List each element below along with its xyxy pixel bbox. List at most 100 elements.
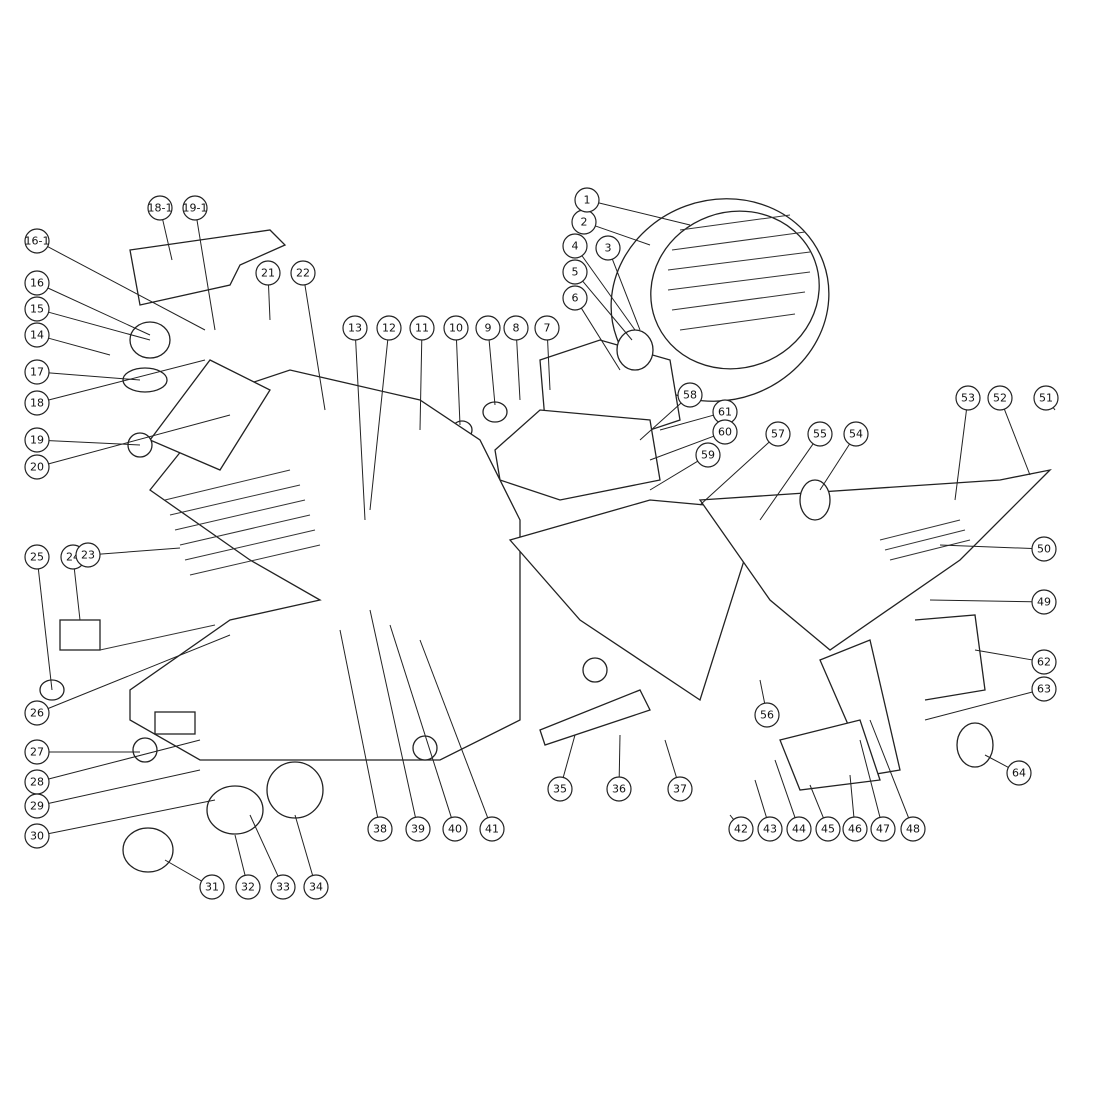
callout-41: 41 [419, 639, 505, 842]
callout-number: 21 [261, 267, 275, 280]
callout-number: 6 [572, 292, 579, 305]
callout-number: 63 [1037, 683, 1051, 696]
callout-59: 59 [649, 442, 721, 491]
callout-18-1: 18-1 [147, 195, 173, 261]
leader-line [774, 759, 796, 818]
callout-number: 32 [241, 881, 255, 894]
leader-line [369, 339, 389, 511]
callout-number: 31 [205, 881, 219, 894]
callout-7: 7 [534, 315, 560, 391]
callout-32: 32 [234, 834, 261, 900]
callout-number: 60 [718, 426, 732, 439]
callout-number: 3 [605, 242, 612, 255]
callout-number: 46 [848, 823, 862, 836]
callout-34: 34 [294, 814, 329, 900]
leader-line [369, 609, 416, 818]
callout-number: 59 [701, 449, 715, 462]
callout-54: 54 [819, 421, 869, 491]
leader-line [649, 460, 698, 491]
callout-number: 34 [309, 881, 323, 894]
callout-circle [24, 793, 50, 819]
callout-44: 44 [774, 759, 812, 842]
leader-line [924, 691, 1033, 721]
power-cord [99, 624, 216, 651]
foot-rear [412, 735, 438, 761]
machine-parts [39, 198, 1052, 873]
sharpener-housing [148, 359, 271, 471]
callout-14: 14 [24, 322, 111, 356]
callout-3: 3 [595, 235, 641, 331]
callout-number: 57 [771, 428, 785, 441]
table-ribs [879, 519, 971, 561]
callout-4: 4 [562, 233, 636, 331]
leader-line [729, 814, 734, 820]
callout-58: 58 [639, 382, 703, 441]
callout-number: 18-1 [148, 202, 173, 215]
gear-33 [206, 785, 264, 835]
foot-mid [582, 657, 608, 683]
callout-28: 28 [24, 739, 201, 795]
callout-circle [547, 776, 573, 802]
callout-55: 55 [759, 421, 833, 521]
knob-31 [122, 827, 174, 873]
callout-number: 4 [572, 240, 579, 253]
callout-number: 27 [30, 746, 44, 759]
callout-number: 16-1 [25, 235, 50, 248]
callout-46: 46 [842, 774, 868, 842]
leader-line [249, 814, 279, 877]
callout-number: 18 [30, 397, 44, 410]
callout-number: 11 [415, 322, 429, 335]
callout-circle [255, 260, 281, 286]
callout-number: 36 [612, 783, 626, 796]
callout-circle [405, 816, 431, 842]
carriage-handle-35 [539, 689, 651, 746]
callout-circle [807, 421, 833, 447]
callout-circle [1031, 589, 1057, 615]
callout-number: 48 [906, 823, 920, 836]
leader-line [294, 814, 314, 876]
callout-19: 19 [24, 427, 141, 453]
callout-circle [24, 427, 50, 453]
callout-number: 19-1 [183, 202, 208, 215]
callout-number: 10 [449, 322, 463, 335]
callout-number: 17 [30, 366, 44, 379]
callout-number: 15 [30, 303, 44, 316]
callout-circle [235, 874, 261, 900]
callout-5: 5 [562, 259, 633, 341]
callout-number: 45 [821, 823, 835, 836]
callout-number: 58 [683, 389, 697, 402]
knob-34 [266, 761, 324, 819]
leader-line [859, 739, 881, 818]
callout-circle [409, 315, 435, 341]
callout-circle [815, 816, 841, 842]
callout-circle [677, 382, 703, 408]
callout-number: 53 [961, 392, 975, 405]
callout-circle [503, 315, 529, 341]
leader-line [809, 784, 824, 819]
callout-number: 22 [296, 267, 310, 280]
body-ribs [164, 469, 321, 576]
leader-line [598, 202, 691, 226]
callout-circle [955, 385, 981, 411]
callout-64: 64 [984, 754, 1032, 786]
leader-line [47, 634, 231, 709]
callout-circle [786, 816, 812, 842]
leader-line [984, 754, 1009, 768]
leader-line [48, 739, 201, 780]
leader-line [869, 719, 910, 819]
callout-10: 10 [443, 315, 469, 426]
callout-42: 42 [728, 814, 754, 842]
callout-26: 26 [24, 634, 231, 726]
callout-number: 49 [1037, 596, 1051, 609]
washer-17 [122, 367, 168, 393]
callout-8: 8 [503, 315, 529, 401]
callout-number: 1 [584, 194, 591, 207]
callout-number: 55 [813, 428, 827, 441]
callout-circle [1031, 676, 1057, 702]
callout-circle [270, 874, 296, 900]
leader-line [99, 547, 181, 555]
leader-line [48, 799, 216, 835]
callout-number: 13 [348, 322, 362, 335]
callout-number: 40 [448, 823, 462, 836]
